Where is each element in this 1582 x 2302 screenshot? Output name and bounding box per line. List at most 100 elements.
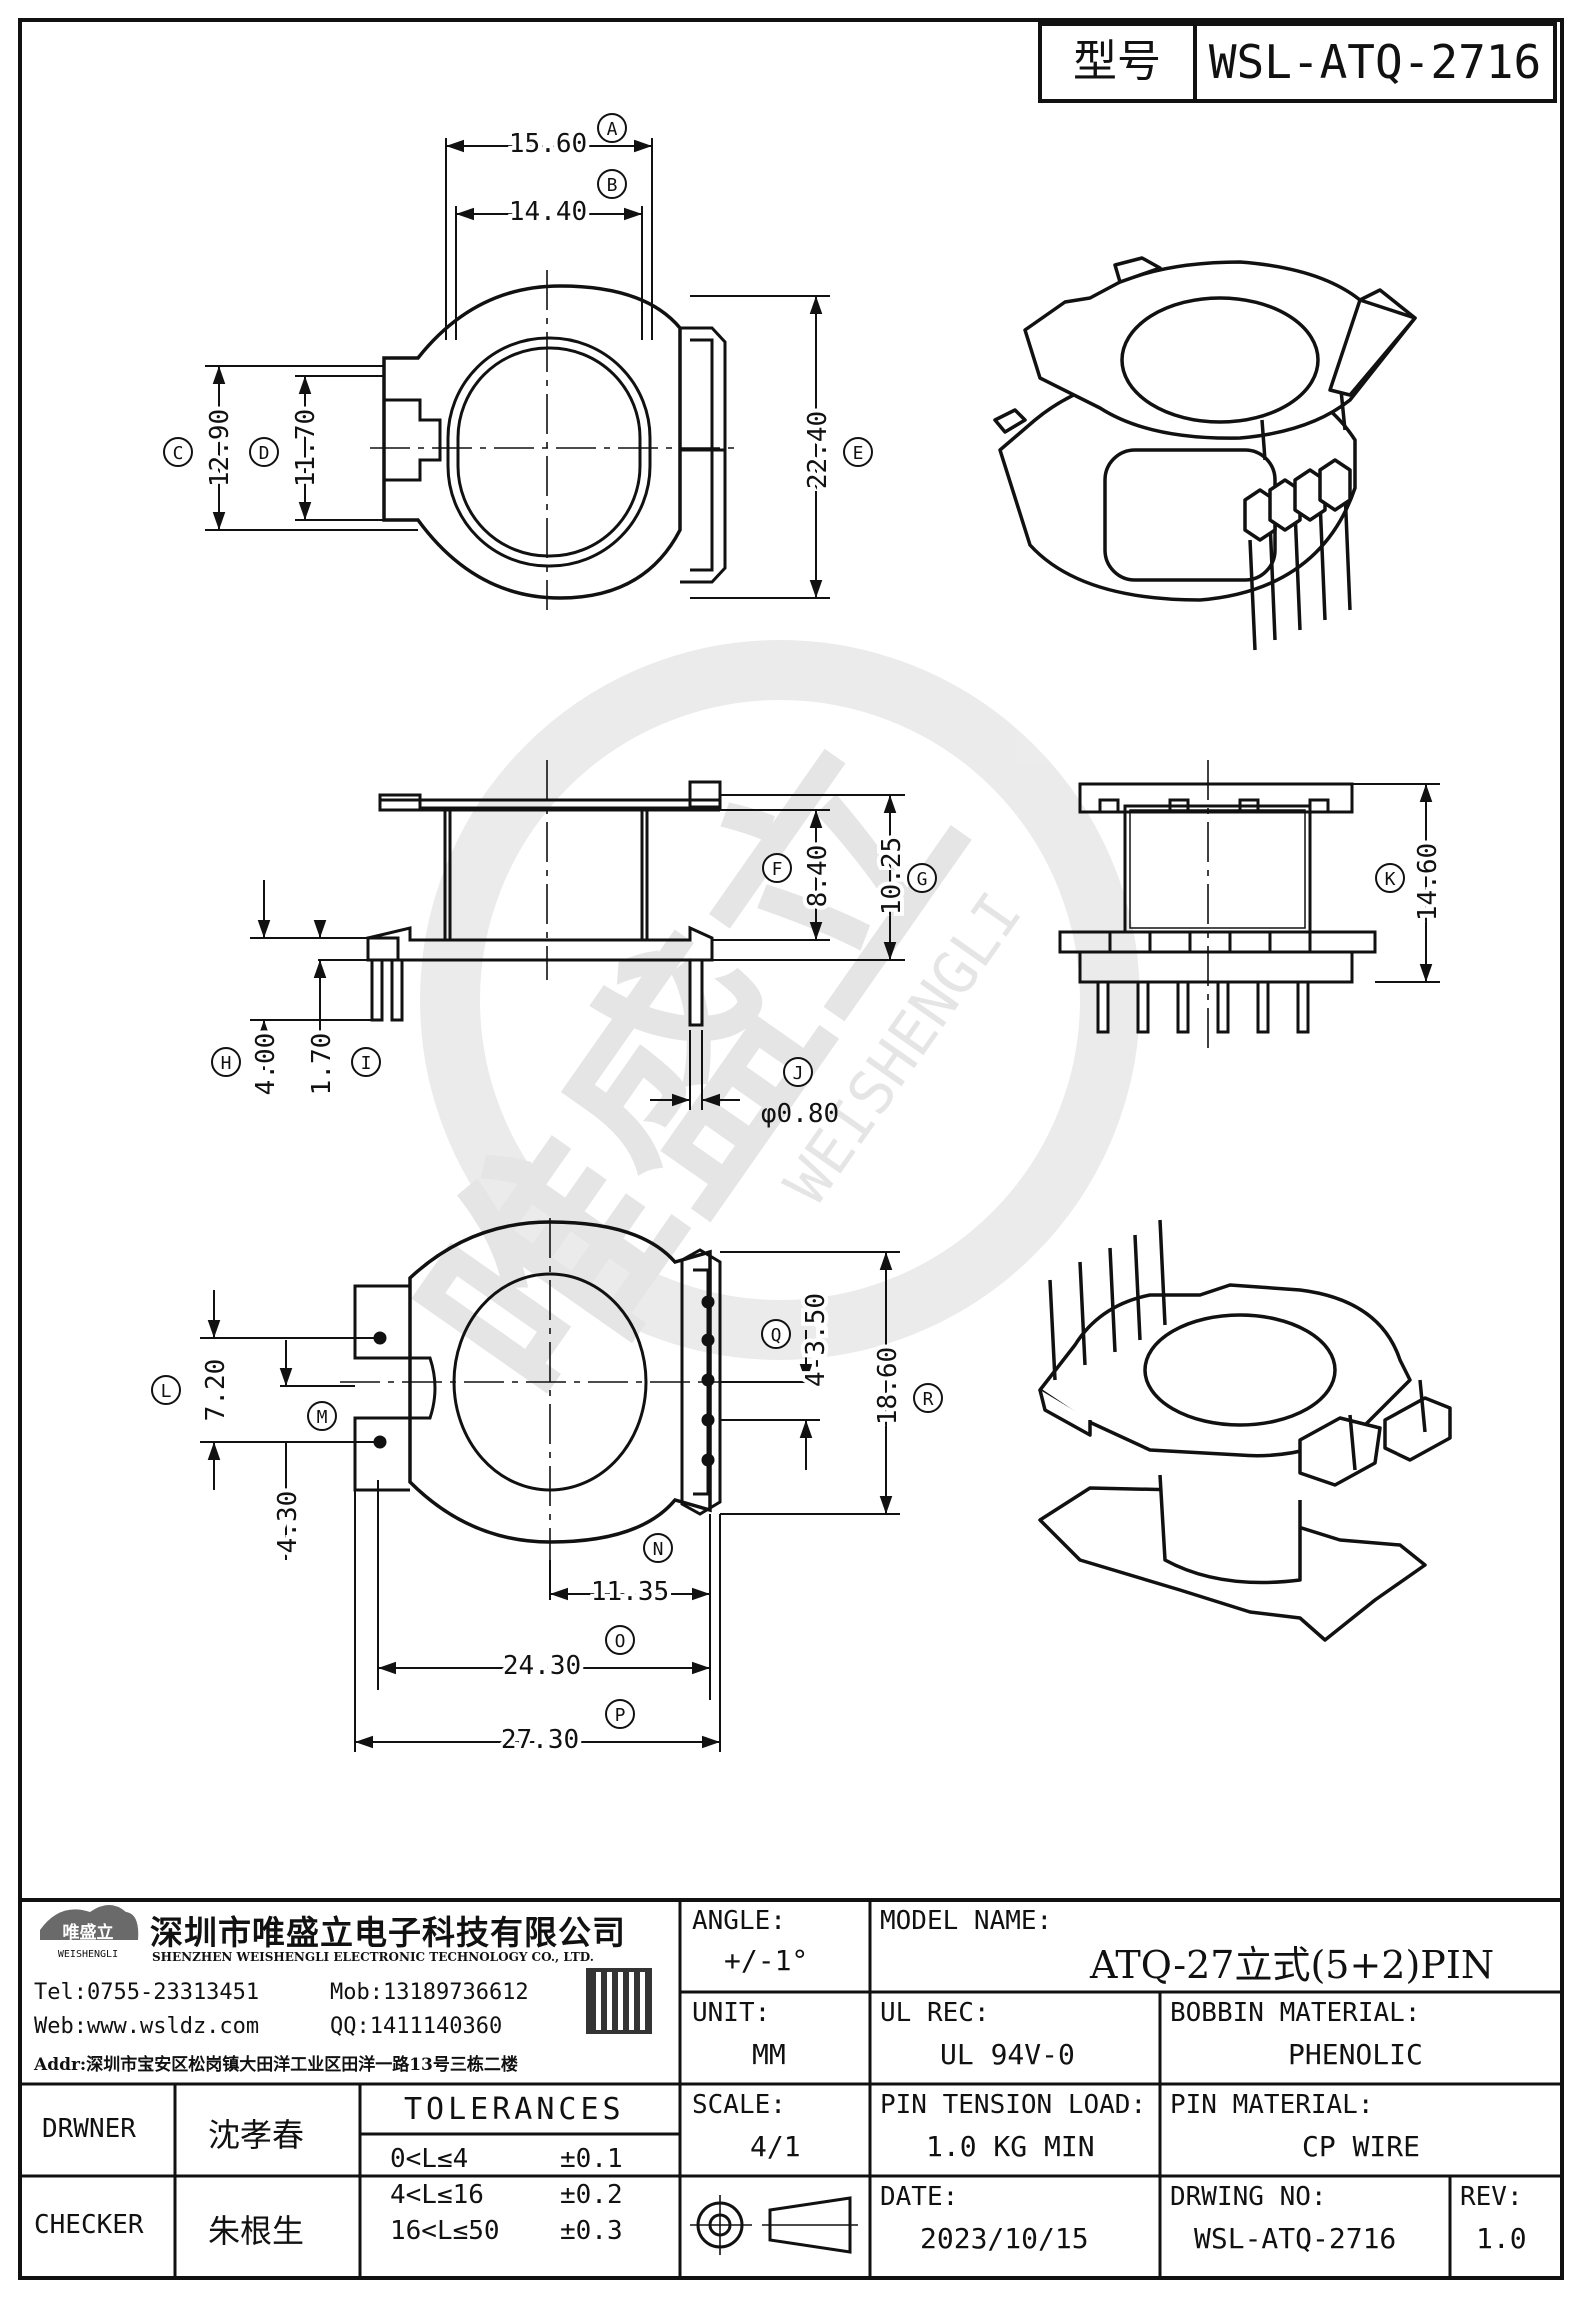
bobbin-label: BOBBIN MATERIAL: (1170, 1998, 1421, 2028)
sheet-border (18, 18, 1564, 2280)
tolerance-range: 16<L≤50 (390, 2216, 500, 2246)
dim-K: K 14.60 (1375, 839, 1447, 925)
dim-A-letter: A (607, 119, 618, 140)
dim-H-value: 4.00 (251, 1033, 281, 1096)
date-label: DATE: (880, 2182, 959, 2212)
dim-G-letter: G (917, 869, 928, 890)
ul-value: UL 94V-0 (940, 2038, 1075, 2071)
dim-C-letter: C (173, 443, 184, 464)
ul-label: UL REC: (880, 1998, 990, 2028)
company-addr: Addr:深圳市宝安区松岗镇大田洋工业区田洋一路13号三栋二楼 (34, 2055, 518, 2075)
company-web: Web:www.wsldz.com (34, 2014, 260, 2039)
dim-F-value: 8.40 (803, 845, 833, 908)
dim-J-value: φ0.80 (761, 1099, 839, 1129)
pin-material-value: CP WIRE (1302, 2130, 1421, 2163)
dim-M: M 4.30 (269, 1401, 337, 1557)
model-name-value: ATQ-27立式(5+2)PIN (1090, 1943, 1495, 1987)
dim-J: J φ0.80 (761, 1057, 839, 1129)
dim-F: F 8.40 (762, 841, 837, 911)
dim-A-value: 15.60 (509, 129, 587, 159)
model-header: 型号 WSL-ATQ-2716 (1038, 22, 1557, 103)
model-header-label: 型号 (1073, 36, 1161, 87)
bottom-view-dims (200, 1251, 900, 1752)
dim-I-value: 1.70 (307, 1033, 337, 1096)
dim-Q: Q 4-3.50 (761, 1289, 835, 1391)
date-value: 2023/10/15 (920, 2222, 1089, 2255)
dim-C: C 12.90 (163, 405, 239, 491)
top-view-dims (205, 138, 830, 599)
rev-value: 1.0 (1476, 2222, 1527, 2255)
dim-D-letter: D (259, 443, 270, 464)
unit-label: UNIT: (692, 1998, 771, 2028)
dim-P-letter: P (615, 1705, 626, 1726)
logo-sub: WEISHENGLI (58, 1949, 118, 1960)
qr-code (586, 1968, 652, 2034)
dim-N-value: 11.35 (591, 1577, 669, 1607)
drawing-no-value: WSL-ATQ-2716 (1194, 2222, 1397, 2255)
pin-tension-label: PIN TENSION LOAD: (880, 2090, 1147, 2120)
dim-D: D 11.70 (249, 405, 325, 491)
bottom-view (340, 1218, 740, 1560)
dim-N: N 11.35 (587, 1533, 673, 1611)
dim-L-letter: L (161, 1381, 172, 1402)
dim-L-value: 7.20 (201, 1359, 231, 1422)
dim-K-value: 14.60 (1413, 843, 1443, 921)
checker-label: CHECKER (34, 2210, 144, 2240)
company-tel: Tel:0755-23313451 (34, 1980, 260, 2005)
dim-J-letter: J (793, 1063, 804, 1084)
tolerance-range: 0<L≤4 (390, 2144, 469, 2174)
angle-value: +/-1° (724, 1944, 809, 1977)
dim-R-value: 18.60 (873, 1347, 903, 1425)
model-header-value: WSL-ATQ-2716 (1209, 35, 1541, 89)
bobbin-value: PHENOLIC (1288, 2038, 1423, 2071)
drawing-no-label: DRWING NO: (1170, 2182, 1327, 2212)
dim-M-value: 4.30 (273, 1491, 303, 1554)
company-mob: Mob:13189736612 (330, 1980, 529, 2005)
front-view-dims (250, 794, 905, 1110)
tolerance-value: ±0.2 (560, 2180, 623, 2210)
iso-view-top (993, 256, 1417, 651)
drawer-value: 沈孝春 (208, 2116, 305, 2154)
dim-L: L 7.20 (151, 1355, 235, 1425)
dim-H: H 4.00 (211, 1029, 285, 1099)
dim-P-value: 27.30 (501, 1725, 579, 1755)
dim-O: O 24.30 (499, 1625, 635, 1685)
dim-G-value: 10.25 (877, 837, 907, 915)
dim-F-letter: F (772, 859, 783, 880)
dim-Q-letter: Q (771, 1325, 782, 1346)
company-logo: 唯盛立 WEISHENGLI (40, 1905, 139, 1960)
company-name-en: SHENZHEN WEISHENGLI ELECTRONIC TECHNOLOG… (152, 1950, 594, 1964)
top-view (370, 270, 735, 610)
watermark: 唯盛立 WEISHENGLI (371, 640, 1140, 1448)
title-block (20, 1898, 1562, 2278)
dim-I-letter: I (361, 1053, 372, 1074)
angle-label: ANGLE: (692, 1906, 786, 1936)
tolerances-label: TOLERANCES (404, 2092, 625, 2127)
drawer-label: DRWNER (42, 2114, 136, 2144)
dim-E-value: 22.40 (803, 411, 833, 489)
side-view (1058, 760, 1377, 1050)
dim-Q-value: 4-3.50 (801, 1293, 831, 1387)
company-qq: QQ:1411140360 (330, 2014, 503, 2039)
dim-B-letter: B (607, 175, 618, 196)
iso-view-bottom (1038, 1219, 1452, 1642)
dim-K-letter: K (1385, 869, 1396, 890)
dim-H-letter: H (221, 1053, 232, 1074)
pin-tension-value: 1.0 KG MIN (926, 2130, 1095, 2163)
dim-N-letter: N (653, 1539, 664, 1560)
dim-I: 1.70 I (303, 1029, 381, 1099)
dim-C-value: 12.90 (205, 409, 235, 487)
tolerance-range: 4<L≤16 (390, 2180, 484, 2210)
dim-A: A 15.60 (505, 113, 627, 163)
dim-M-letter: M (317, 1407, 328, 1428)
dim-D-value: 11.70 (291, 409, 321, 487)
scale-value: 4/1 (750, 2130, 801, 2163)
pin-material-label: PIN MATERIAL: (1170, 2090, 1374, 2120)
scale-label: SCALE: (692, 2090, 786, 2120)
checker-value: 朱根生 (208, 2212, 305, 2250)
dim-O-letter: O (615, 1631, 626, 1652)
rev-label: REV: (1460, 2182, 1523, 2212)
dim-O-value: 24.30 (503, 1651, 581, 1681)
side-view-dims (1352, 783, 1440, 983)
